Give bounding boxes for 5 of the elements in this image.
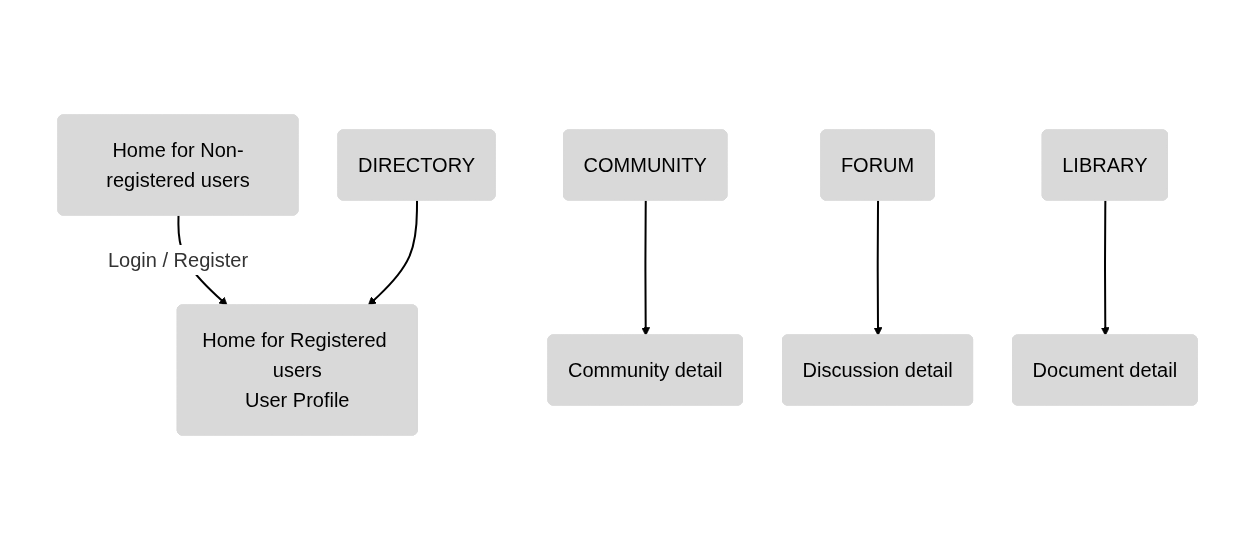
arrow [1101, 199, 1111, 336]
edge-label: Login / Register [108, 248, 249, 271]
arrow [641, 199, 651, 336]
arrow [368, 199, 419, 306]
arrow [874, 199, 883, 336]
